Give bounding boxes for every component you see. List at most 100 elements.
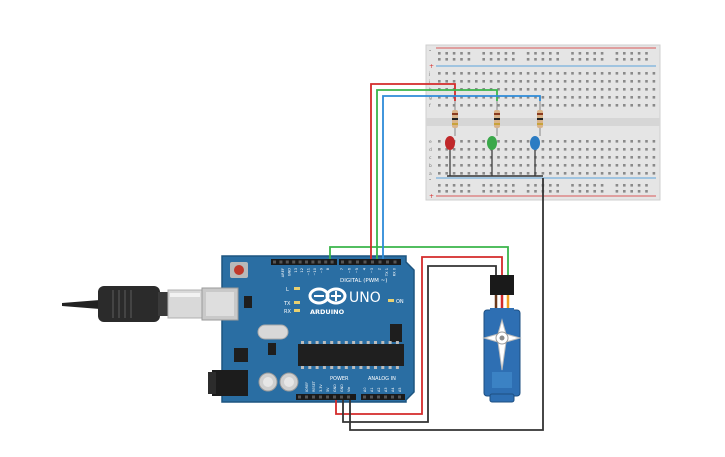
breadboard-hole[interactable] <box>519 164 522 167</box>
header-hole[interactable] <box>285 260 289 264</box>
rail-hole[interactable] <box>600 58 604 61</box>
rail-hole[interactable] <box>586 52 589 55</box>
breadboard-hole[interactable] <box>504 172 508 175</box>
breadboard-hole[interactable] <box>630 172 633 175</box>
breadboard-hole[interactable] <box>467 172 471 175</box>
rail-hole[interactable] <box>615 58 619 61</box>
red-led-circuit[interactable] <box>445 101 458 176</box>
breadboard-hole[interactable] <box>467 80 471 83</box>
breadboard-hole[interactable] <box>541 96 545 99</box>
breadboard-hole[interactable] <box>563 140 567 143</box>
breadboard-hole[interactable] <box>475 96 478 99</box>
breadboard-hole[interactable] <box>593 72 596 75</box>
breadboard-hole[interactable] <box>489 96 493 99</box>
rail-hole[interactable] <box>593 190 596 193</box>
breadboard-hole[interactable] <box>445 104 448 107</box>
rail-hole[interactable] <box>467 58 471 61</box>
breadboard-hole[interactable] <box>556 140 559 143</box>
breadboard-hole[interactable] <box>578 96 582 99</box>
breadboard-hole[interactable] <box>541 164 545 167</box>
breadboard-hole[interactable] <box>593 80 596 83</box>
breadboard-hole[interactable] <box>460 172 463 175</box>
breadboard-hole[interactable] <box>504 88 508 91</box>
breadboard-hole[interactable] <box>556 172 559 175</box>
breadboard-hole[interactable] <box>578 88 582 91</box>
breadboard-hole[interactable] <box>578 172 582 175</box>
header-hole[interactable] <box>311 260 315 264</box>
breadboard-hole[interactable] <box>452 104 456 107</box>
wire-black-servo-ground[interactable] <box>342 265 497 423</box>
usb-cable[interactable] <box>62 286 203 322</box>
breadboard-hole[interactable] <box>512 80 515 83</box>
rail-hole[interactable] <box>512 52 515 55</box>
breadboard-hole[interactable] <box>586 72 589 75</box>
breadboard-hole[interactable] <box>645 104 648 107</box>
header-hole[interactable] <box>330 260 334 264</box>
breadboard-hole[interactable] <box>608 164 611 167</box>
breadboard-hole[interactable] <box>541 140 545 143</box>
breadboard-hole[interactable] <box>512 140 515 143</box>
breadboard-hole[interactable] <box>519 140 522 143</box>
breadboard-hole[interactable] <box>467 104 471 107</box>
breadboard-hole[interactable] <box>519 96 522 99</box>
rail-hole[interactable] <box>467 52 471 55</box>
rail-hole[interactable] <box>623 52 626 55</box>
breadboard-hole[interactable] <box>519 104 522 107</box>
breadboard-hole[interactable] <box>475 148 478 151</box>
header-hole[interactable] <box>378 260 382 264</box>
breadboard-hole[interactable] <box>452 80 456 83</box>
rail-hole[interactable] <box>482 52 485 55</box>
breadboard-hole[interactable] <box>593 172 596 175</box>
breadboard-hole[interactable] <box>438 164 441 167</box>
breadboard-hole[interactable] <box>556 156 559 159</box>
rail-hole[interactable] <box>615 52 619 55</box>
breadboard-hole[interactable] <box>600 140 604 143</box>
breadboard-hole[interactable] <box>571 164 574 167</box>
breadboard-hole[interactable] <box>549 140 552 143</box>
breadboard-hole[interactable] <box>526 156 530 159</box>
breadboard-hole[interactable] <box>445 148 448 151</box>
breadboard-hole[interactable] <box>615 140 619 143</box>
breadboard-hole[interactable] <box>512 96 515 99</box>
rail-hole[interactable] <box>541 52 545 55</box>
rail-hole[interactable] <box>497 190 500 193</box>
rail-hole[interactable] <box>586 190 589 193</box>
breadboard-hole[interactable] <box>438 156 441 159</box>
breadboard-hole[interactable] <box>630 88 633 91</box>
header-hole[interactable] <box>393 260 397 264</box>
header-hole[interactable] <box>279 260 283 264</box>
breadboard-hole[interactable] <box>556 96 559 99</box>
rail-hole[interactable] <box>534 190 537 193</box>
breadboard-hole[interactable] <box>467 72 471 75</box>
breadboard-hole[interactable] <box>608 88 611 91</box>
rail-hole[interactable] <box>489 184 493 187</box>
rail-hole[interactable] <box>445 58 448 61</box>
rail-hole[interactable] <box>534 52 537 55</box>
rail-hole[interactable] <box>526 184 530 187</box>
breadboard-hole[interactable] <box>623 172 626 175</box>
breadboard-hole[interactable] <box>586 88 589 91</box>
rail-hole[interactable] <box>512 58 515 61</box>
breadboard-hole[interactable] <box>615 164 619 167</box>
breadboard-hole[interactable] <box>445 80 448 83</box>
breadboard-hole[interactable] <box>615 72 619 75</box>
breadboard-hole[interactable] <box>630 104 633 107</box>
rail-hole[interactable] <box>438 190 441 193</box>
breadboard-hole[interactable] <box>637 172 641 175</box>
rail-hole[interactable] <box>549 190 552 193</box>
wire-green-servo-signal[interactable] <box>329 246 509 275</box>
header-hole[interactable] <box>356 260 359 264</box>
breadboard-hole[interactable] <box>460 72 463 75</box>
breadboard-hole[interactable] <box>549 172 552 175</box>
breadboard-hole[interactable] <box>608 96 611 99</box>
breadboard-hole[interactable] <box>630 80 633 83</box>
header-hole[interactable] <box>363 260 367 264</box>
breadboard-hole[interactable] <box>645 148 648 151</box>
breadboard-hole[interactable] <box>571 88 574 91</box>
breadboard-hole[interactable] <box>600 104 604 107</box>
breadboard-hole[interactable] <box>519 172 522 175</box>
breadboard-hole[interactable] <box>475 80 478 83</box>
header-hole[interactable] <box>333 395 336 399</box>
breadboard-hole[interactable] <box>586 164 589 167</box>
